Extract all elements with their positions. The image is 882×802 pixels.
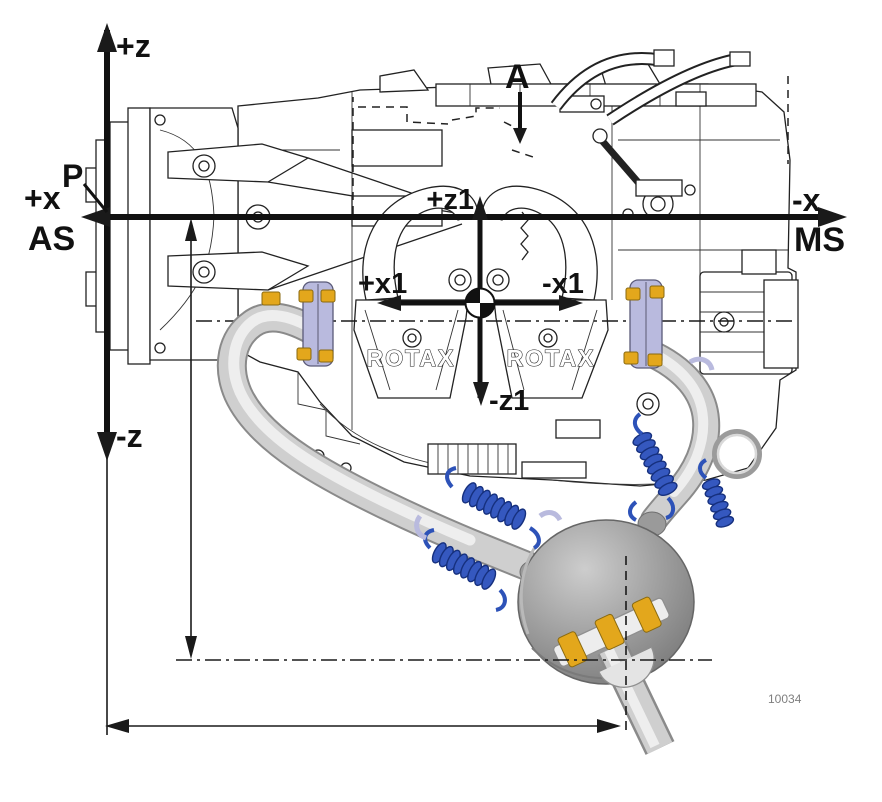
label-a: A: [505, 58, 530, 96]
strap-clamps: [557, 596, 662, 668]
labels: +z -z +x AS -x MS P A +z1 -z1 +x1 -x1 RO…: [24, 28, 845, 706]
label-plus-z: +z: [116, 28, 151, 64]
label-minus-z1: -z1: [489, 385, 529, 417]
exhaust-flange-left: [261, 281, 336, 367]
label-as: AS: [28, 220, 75, 258]
exhaust-system: [216, 279, 762, 755]
label-ms: MS: [794, 221, 845, 259]
spring-icon: [701, 478, 735, 528]
clamp-ring: [712, 429, 762, 479]
label-minus-x1: -x1: [542, 268, 584, 300]
sump-details: [311, 392, 660, 479]
carburetor-right: [486, 268, 609, 399]
exhaust-pipe-right: [634, 338, 721, 534]
horizontal-dimension: [105, 719, 621, 733]
spring-hooks: [423, 412, 708, 612]
exhaust-pipe-left: [216, 302, 547, 583]
carburetor-left: [353, 268, 472, 399]
a-arrow: [513, 92, 527, 144]
rotax-logo-left: ROTAX: [367, 345, 456, 371]
label-plus-x1: +x1: [358, 268, 407, 300]
exhaust-flange-right: [623, 279, 665, 369]
exhaust-springs: [431, 431, 735, 590]
label-plus-x: +x: [24, 180, 61, 216]
p-leader-line: [82, 183, 109, 213]
magneto-housing: [699, 249, 799, 375]
label-minus-x: -x: [792, 182, 821, 218]
vertical-dimension: [185, 218, 197, 659]
label-plus-z1: +z1: [426, 184, 474, 216]
flange-bolts: [623, 285, 665, 367]
spring-icon: [632, 431, 678, 497]
main-x-axis: [81, 207, 847, 227]
label-p: P: [62, 158, 83, 194]
figure-number: 10034: [768, 692, 802, 706]
coordinate-axes: [81, 23, 847, 461]
flange-bolts: [261, 289, 336, 363]
label-minus-z: -z: [116, 418, 143, 454]
center-of-gravity-icon: [464, 287, 496, 319]
lavender-clips: [414, 356, 715, 541]
engine-mount-lugs: [167, 143, 463, 291]
engine-line-art: [85, 49, 799, 487]
spring-icon: [461, 482, 527, 530]
hidden-outline-dashed: [352, 76, 789, 214]
spring-icon: [431, 542, 497, 590]
dimension-lines: [105, 218, 712, 735]
fuel-hoses: [550, 49, 751, 126]
main-z-axis: [97, 23, 117, 461]
rotax-logo-right: ROTAX: [507, 345, 596, 371]
cg-axes: [377, 196, 583, 406]
